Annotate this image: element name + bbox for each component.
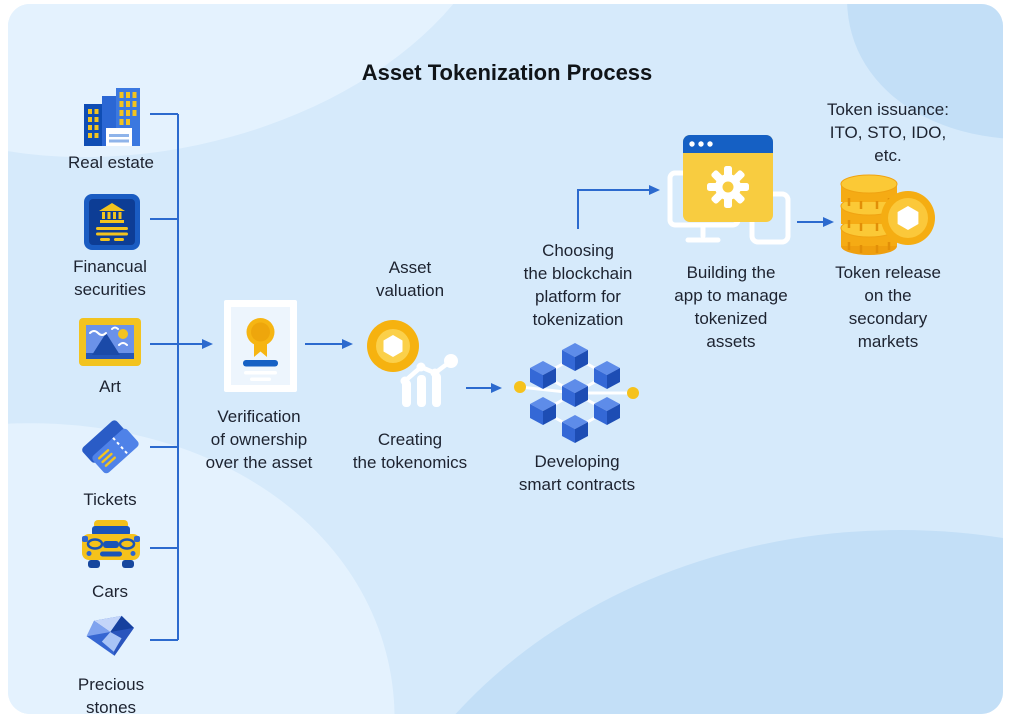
asset-label-art: Art bbox=[99, 377, 121, 396]
token-coin-icon bbox=[881, 191, 935, 245]
diamond-icon bbox=[86, 615, 134, 656]
step-label-app: Building the app to manage tokenized ass… bbox=[674, 263, 788, 351]
step-label-tokenomics: Creating the tokenomics bbox=[352, 430, 468, 472]
step-label-verification: Verification of ownership over the asset bbox=[205, 407, 313, 472]
asset-label-cars: Cars bbox=[92, 582, 128, 601]
diagram-canvas bbox=[8, 4, 1003, 714]
buildings-icon bbox=[84, 88, 140, 146]
step-label-smart-contracts: Developing smart contracts bbox=[518, 452, 636, 494]
asset-label-tickets: Tickets bbox=[83, 490, 137, 509]
arrow-to-app bbox=[577, 185, 660, 229]
certificate-icon bbox=[224, 300, 297, 392]
coin-chart-icon bbox=[367, 320, 458, 407]
step-label-platform: Choosing the blockchain platform for tok… bbox=[523, 241, 633, 329]
gear-icon bbox=[707, 166, 749, 208]
asset-label-securities: Financual securities bbox=[73, 257, 147, 299]
asset-label-stones: Precious stones bbox=[77, 675, 145, 717]
painting-icon bbox=[79, 318, 141, 366]
tickets-icon bbox=[82, 420, 139, 474]
coins-icon bbox=[840, 174, 935, 255]
car-icon bbox=[82, 520, 140, 568]
step-label-valuation: Asset valuation bbox=[375, 258, 445, 300]
page-title: Asset Tokenization Process bbox=[361, 60, 653, 85]
app-browser-icon bbox=[667, 135, 791, 245]
blockchain-network-icon bbox=[514, 343, 639, 443]
bank-icon bbox=[84, 194, 140, 250]
asset-label-real-estate: Real estate bbox=[68, 153, 154, 172]
step-label-issuance: Token issuance: ITO, STO, IDO, etc. bbox=[827, 100, 949, 165]
step-label-release: Token release on the secondary markets bbox=[835, 263, 941, 351]
